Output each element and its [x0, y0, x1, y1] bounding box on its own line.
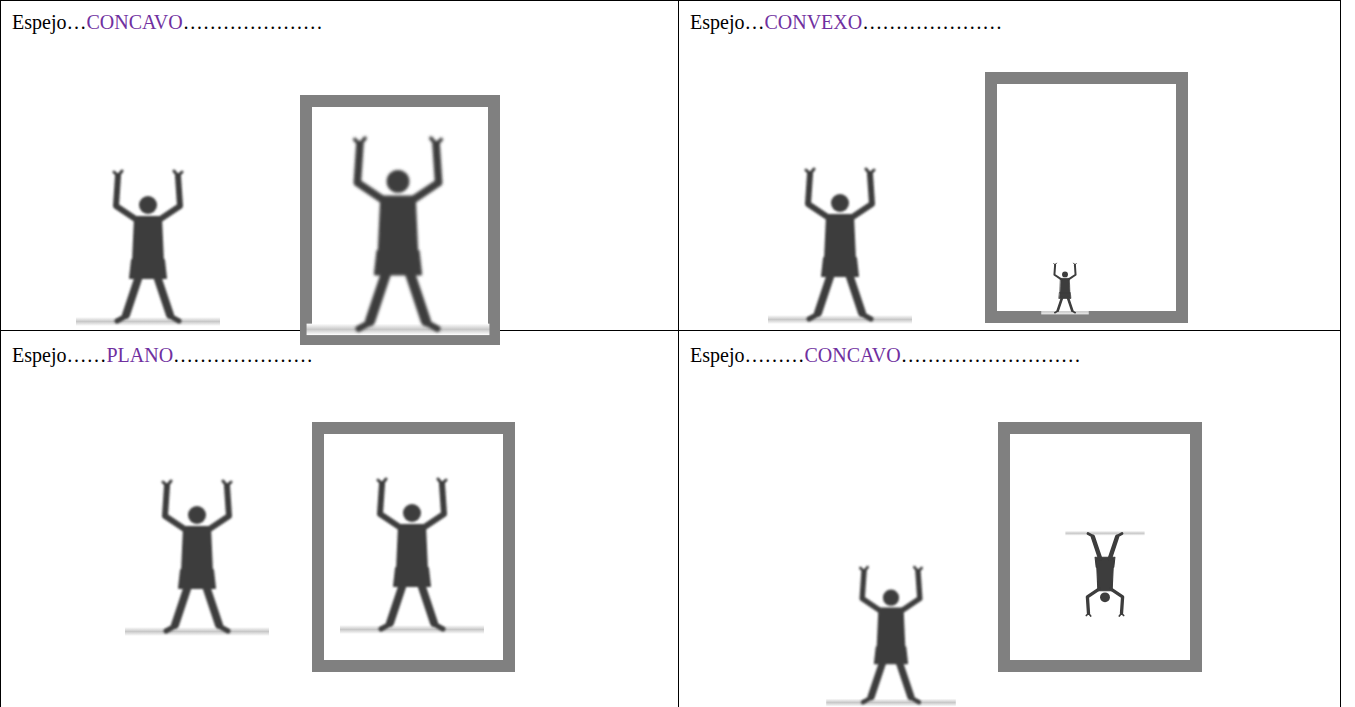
mirror-image — [307, 138, 490, 335]
mirror-label: Espejo……… — [690, 344, 804, 366]
fill-dots: ………………… — [173, 344, 313, 366]
person-figure — [76, 171, 220, 326]
mirror-label: Espejo… — [690, 11, 764, 33]
cell-caption: Espejo…CONCAVO………………… — [12, 10, 323, 34]
person-figure — [768, 169, 912, 324]
fill-dots: ………………… — [862, 11, 1002, 33]
mirror-type: CONCAVO — [86, 11, 182, 33]
mirror-frame — [318, 428, 509, 666]
cell-caption: Espejo………CONCAVO……………………… — [690, 343, 1081, 367]
cell-caption: Espejo……PLANO………………… — [12, 343, 313, 367]
mirror-type: CONVEXO — [764, 11, 862, 33]
person-figure — [826, 567, 956, 707]
person-figure — [125, 481, 269, 636]
mirror-image — [340, 479, 484, 634]
mirror-frame — [1004, 428, 1196, 666]
cell-caption: Espejo…CONVEXO………………… — [690, 10, 1002, 34]
mirror-image — [1041, 263, 1089, 314]
fill-dots: ………………… — [183, 11, 323, 33]
mirror-type: CONCAVO — [804, 344, 900, 366]
mirror-frame — [991, 78, 1182, 317]
fill-dots: ……………………… — [901, 344, 1081, 366]
mirror-type: PLANO — [106, 344, 173, 366]
mirror-label: Espejo… — [12, 11, 86, 33]
mirror-frame — [306, 101, 494, 339]
mirror-label: Espejo…… — [12, 344, 106, 366]
mirror-image — [1065, 531, 1144, 616]
